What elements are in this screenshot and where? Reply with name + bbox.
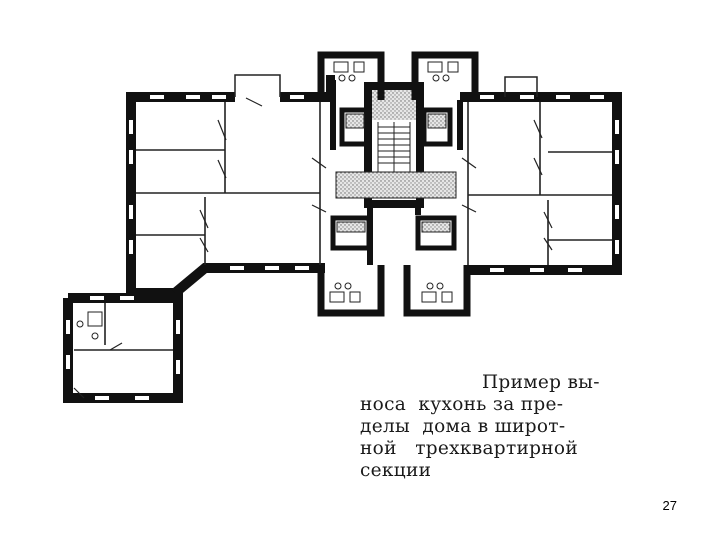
- caption-line: носа кухонь за пре-: [360, 394, 564, 415]
- caption-line: Пример вы-: [482, 372, 600, 393]
- caption-line: делы дома в широт-: [360, 416, 566, 437]
- caption-line: секции: [360, 460, 432, 481]
- caption-line: ной трехквартирной: [360, 438, 578, 459]
- core-walls: [330, 100, 463, 265]
- interior-partitions: [74, 102, 612, 351]
- door-swings: [73, 97, 553, 399]
- kitchen-fixtures-bottom: [329, 282, 453, 303]
- bathroom-fixtures: [336, 113, 451, 233]
- kitchens-top: [317, 51, 479, 100]
- kitchen-fixtures-top: [333, 61, 459, 82]
- page-number: 27: [662, 498, 677, 513]
- figure-caption: Пример вы- носа кухонь за пре- делы дома…: [360, 372, 620, 482]
- balconies: [234, 74, 538, 97]
- bay-kitchen-fixtures: [76, 311, 103, 340]
- window-openings: [66, 95, 619, 400]
- kitchens-bottom: [317, 265, 471, 317]
